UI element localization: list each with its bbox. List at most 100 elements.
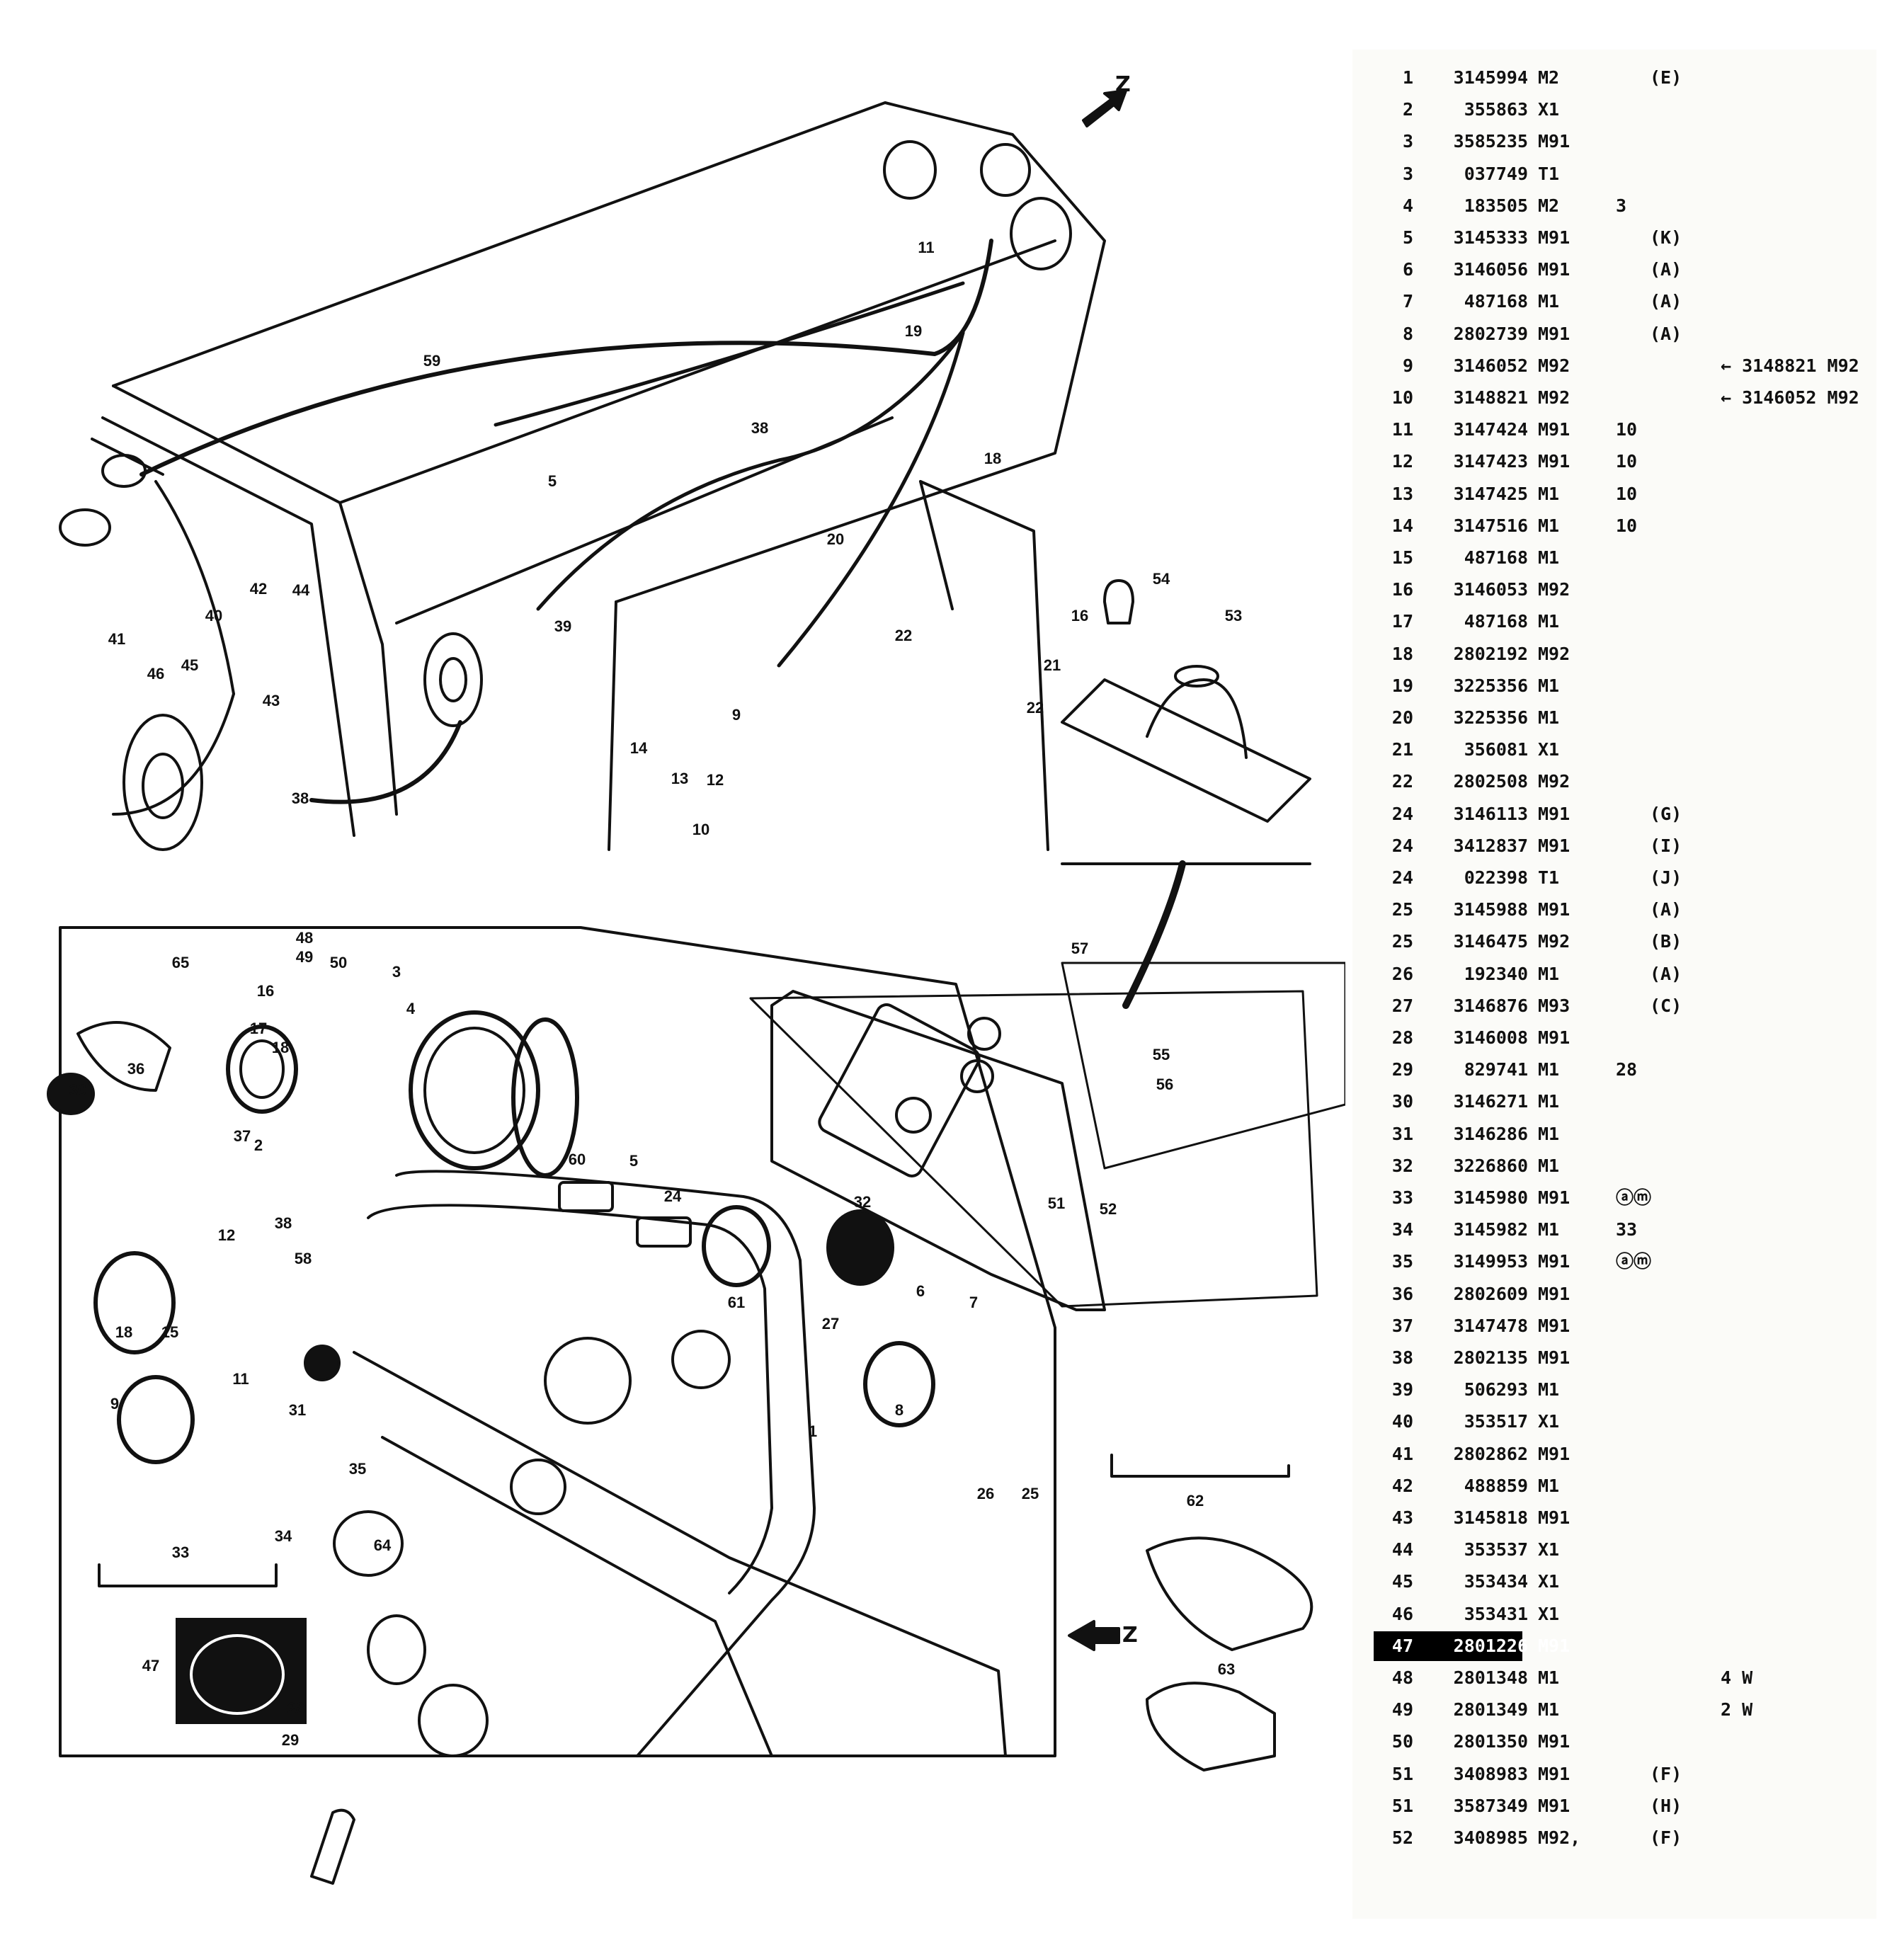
callout-46[interactable]: 46 bbox=[147, 665, 165, 683]
callout-29[interactable]: 29 bbox=[281, 1731, 300, 1749]
callout-36[interactable]: 36 bbox=[127, 1060, 145, 1078]
callout-56[interactable]: 56 bbox=[1156, 1076, 1174, 1093]
callout-51[interactable]: 51 bbox=[1047, 1194, 1066, 1212]
callout-15[interactable]: 15 bbox=[161, 1323, 179, 1341]
callout-21[interactable]: 21 bbox=[1043, 656, 1061, 674]
callout-32[interactable]: 32 bbox=[853, 1193, 872, 1211]
callout-64[interactable]: 64 bbox=[373, 1536, 392, 1554]
callout-44[interactable]: 44 bbox=[292, 581, 310, 599]
callout-30[interactable]: 30 bbox=[69, 1081, 87, 1099]
callout-22[interactable]: 22 bbox=[894, 627, 913, 644]
callout-4[interactable]: 4 bbox=[406, 1000, 416, 1017]
callout-42[interactable]: 42 bbox=[249, 580, 268, 598]
callout-55[interactable]: 55 bbox=[1152, 1046, 1170, 1063]
callout-45[interactable]: 45 bbox=[181, 656, 199, 674]
callout-53[interactable]: 53 bbox=[1224, 607, 1243, 624]
callout-7[interactable]: 7 bbox=[969, 1294, 979, 1311]
callout-20[interactable]: 20 bbox=[826, 530, 845, 548]
callout-34[interactable]: 34 bbox=[274, 1527, 292, 1545]
callout-61[interactable]: 61 bbox=[727, 1294, 746, 1311]
callout-54[interactable]: 54 bbox=[1152, 570, 1170, 588]
callout-39[interactable]: 39 bbox=[554, 617, 572, 635]
callout-37[interactable]: 37 bbox=[233, 1127, 251, 1145]
callout-18[interactable]: 18 bbox=[115, 1323, 133, 1341]
callout-16[interactable]: 16 bbox=[1071, 607, 1089, 624]
callout-65[interactable]: 65 bbox=[171, 954, 190, 971]
callout-17[interactable]: 17 bbox=[249, 1020, 268, 1037]
callout-22[interactable]: 22 bbox=[1026, 699, 1044, 717]
callout-38[interactable]: 38 bbox=[291, 789, 309, 807]
callout-14[interactable]: 14 bbox=[629, 739, 648, 757]
callout-33[interactable]: 33 bbox=[171, 1544, 190, 1561]
callout-27[interactable]: 27 bbox=[821, 1315, 840, 1333]
callout-11[interactable]: 11 bbox=[918, 239, 935, 256]
callout-50[interactable]: 50 bbox=[329, 954, 348, 971]
callout-63[interactable]: 63 bbox=[1217, 1660, 1236, 1678]
callout-24[interactable]: 24 bbox=[663, 1187, 682, 1205]
callout-12[interactable]: 12 bbox=[217, 1226, 236, 1244]
callout-26[interactable]: 26 bbox=[976, 1485, 995, 1502]
callout-62[interactable]: 62 bbox=[1186, 1492, 1204, 1510]
callout-40[interactable]: 40 bbox=[205, 607, 223, 624]
callout-38[interactable]: 38 bbox=[751, 419, 769, 437]
callout-38[interactable]: 38 bbox=[274, 1214, 292, 1232]
callout-49[interactable]: 49 bbox=[295, 948, 314, 966]
callout-52[interactable]: 52 bbox=[1099, 1200, 1117, 1218]
callout-9[interactable]: 9 bbox=[110, 1395, 120, 1413]
callout-8[interactable]: 8 bbox=[894, 1401, 904, 1419]
callout-25[interactable]: 25 bbox=[1021, 1485, 1039, 1502]
callout-5[interactable]: 5 bbox=[629, 1152, 639, 1170]
callout-3[interactable]: 3 bbox=[392, 963, 401, 981]
callout-12[interactable]: 12 bbox=[706, 771, 724, 789]
callout-11[interactable]: 11 bbox=[232, 1370, 249, 1388]
callout-57[interactable]: 57 bbox=[1071, 940, 1089, 957]
callout-58[interactable]: 58 bbox=[294, 1250, 312, 1267]
